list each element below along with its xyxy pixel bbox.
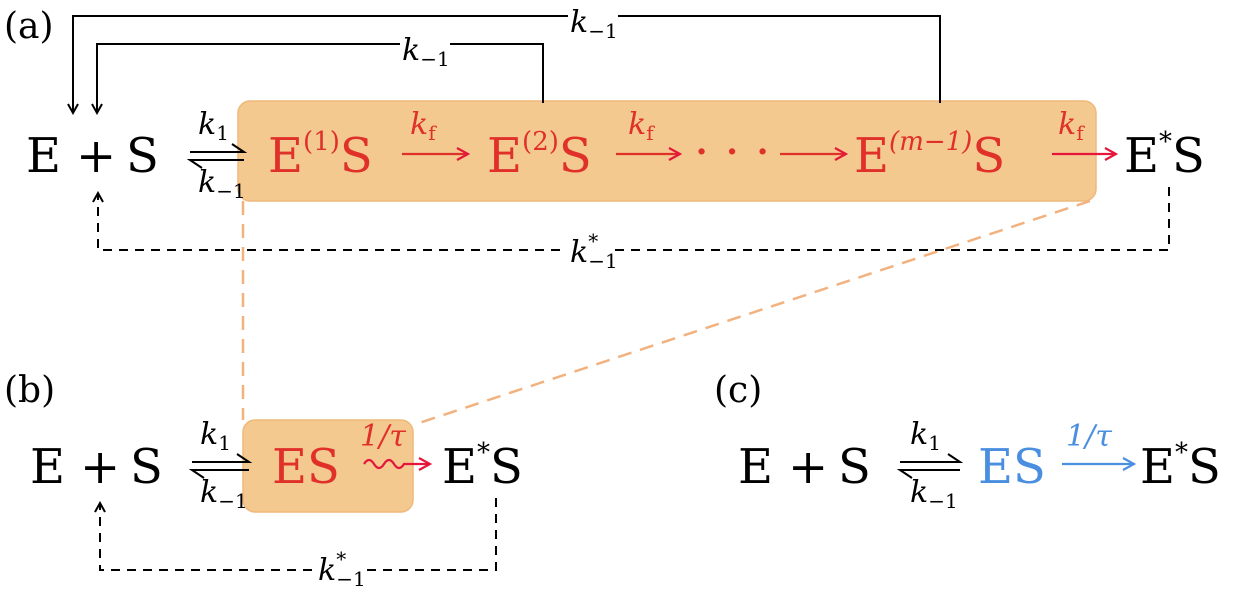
- state-m-1: E(m−1)S: [854, 127, 1005, 184]
- forward-rate-label-c: k1: [910, 417, 941, 455]
- equilibrium-arrows-c: [896, 453, 964, 479]
- mid-rate-label: k−1: [402, 33, 450, 71]
- state-2: E(2)S: [487, 127, 592, 184]
- top-rate-label: k−1: [570, 5, 618, 43]
- ellipsis: · · ·: [694, 124, 770, 180]
- kf-label-1: kf: [410, 107, 437, 145]
- forward-rate-label-b: k1: [200, 417, 231, 455]
- bottom-rate-label-a: k*−1: [570, 229, 618, 273]
- reverse-rate-label-a: k−1: [198, 165, 246, 203]
- forward-rate-label-a: k1: [198, 107, 229, 145]
- label-bg: [565, 232, 615, 268]
- bottom-rate-label-b: k*−1: [318, 547, 366, 591]
- squiggle-arrow-b: [363, 460, 430, 468]
- panel-label-b: (b): [4, 370, 55, 411]
- reactant-S-b: S: [130, 439, 163, 495]
- product-a: E*S: [1124, 127, 1205, 184]
- connector-right: [412, 199, 1091, 427]
- plus-sign-b: +: [80, 439, 120, 495]
- complex-ES-c: ES: [978, 439, 1046, 495]
- reverse-rate-label-c: k−1: [910, 475, 958, 513]
- product-b: E*S: [442, 438, 523, 495]
- reactant-E-c: E: [738, 439, 773, 495]
- panel-label-a: (a): [4, 6, 54, 47]
- highlight-box-b: [242, 419, 414, 513]
- rate-label-b: 1/τ: [360, 419, 406, 454]
- label-bg: [400, 32, 450, 62]
- rate-label-c: 1/τ: [1066, 419, 1112, 454]
- reactant-S-c: S: [838, 439, 871, 495]
- reactant-E-b: E: [30, 439, 65, 495]
- kf-label-4: kf: [1058, 107, 1085, 145]
- plus-sign: +: [76, 128, 116, 184]
- reactant-E: E: [26, 128, 61, 184]
- reactant-S: S: [126, 128, 159, 184]
- panel-label-c: (c): [714, 370, 762, 411]
- label-bg: [312, 548, 362, 588]
- kf-label-2: kf: [628, 107, 655, 145]
- feedback-arrow-inner: [97, 43, 544, 113]
- complex-ES-b: ES: [272, 439, 340, 495]
- state-1: E(1)S: [268, 127, 373, 184]
- product-c: E*S: [1140, 438, 1221, 495]
- plus-sign-c: +: [788, 439, 828, 495]
- label-bg: [568, 4, 618, 34]
- dashed-return-b: [100, 498, 497, 571]
- equilibrium-arrows-a: [186, 143, 248, 169]
- reverse-rate-label-b: k−1: [200, 475, 248, 513]
- feedback-arrow-outer: [73, 15, 941, 113]
- dashed-return-a: [98, 187, 1170, 251]
- equilibrium-arrows-b: [188, 453, 253, 479]
